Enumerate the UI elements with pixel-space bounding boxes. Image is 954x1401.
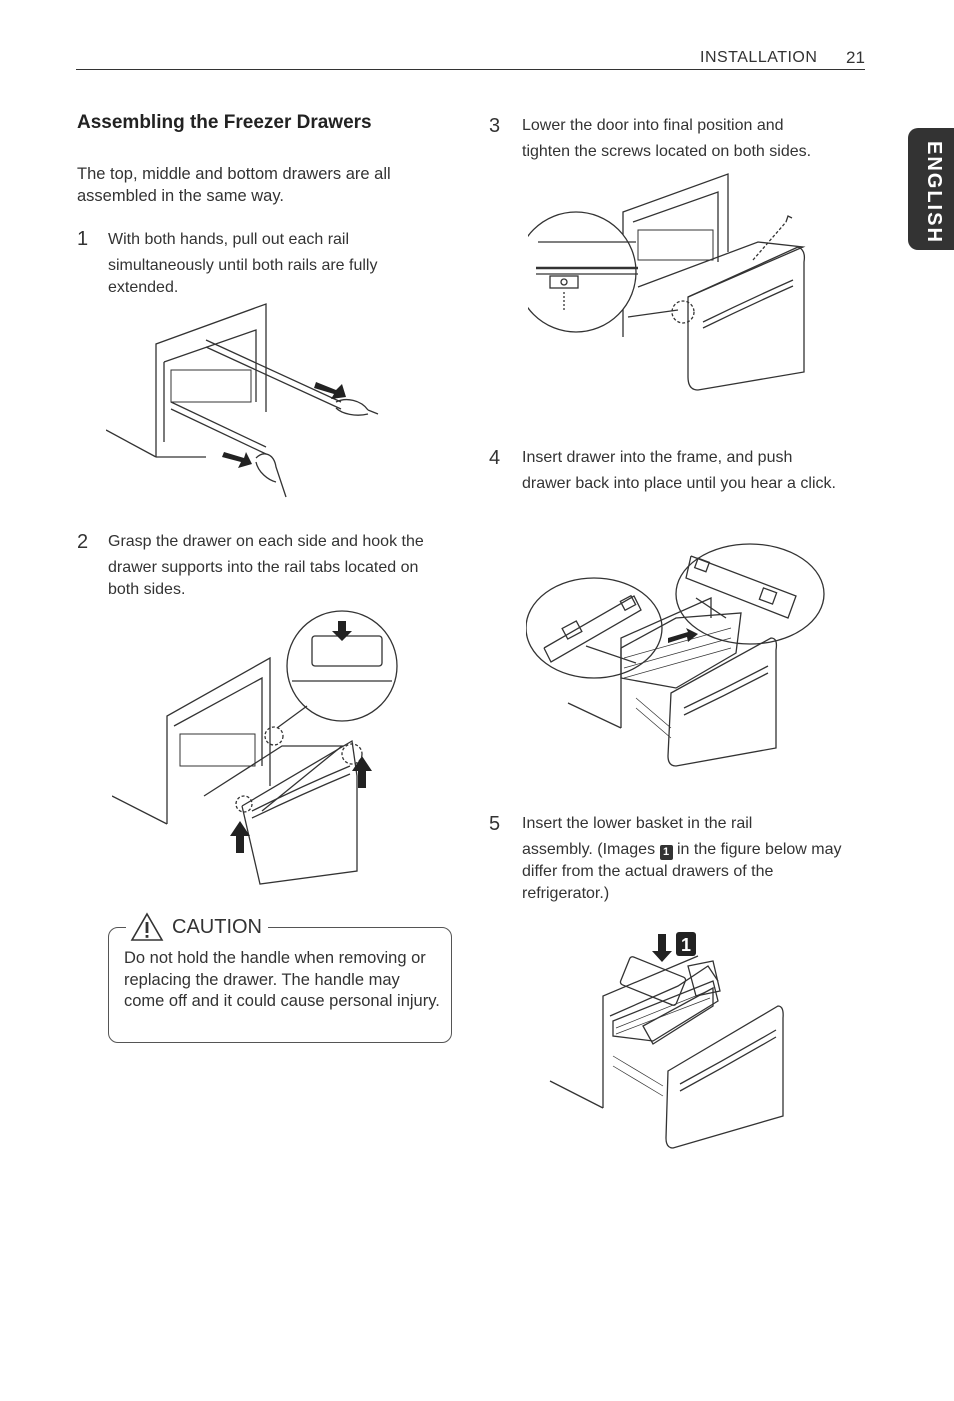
step-3-line1: Lower the door into final position and <box>522 117 784 134</box>
warning-icon <box>130 912 164 941</box>
step-2-line1: Grasp the drawer on each side and hook t… <box>108 533 424 550</box>
step-2-rest: drawer supports into the rail tabs locat… <box>108 559 419 598</box>
step-2-text: Grasp the drawer on each side and hook t… <box>108 531 448 601</box>
language-tab-label: ENGLISH <box>923 141 945 244</box>
step-2-number: 2 <box>77 531 89 553</box>
step-5-line1: Insert the lower basket in the rail <box>522 815 753 832</box>
step-5-number: 5 <box>489 813 501 835</box>
step-4-rest: drawer back into place until you hear a … <box>522 475 836 492</box>
callout-badge-1: 1 <box>681 935 691 955</box>
step-1-text: With both hands, pull out each rail simu… <box>108 229 438 299</box>
language-tab: ENGLISH <box>908 128 954 250</box>
step-4-line1: Insert drawer into the frame, and push <box>522 449 793 466</box>
caution-box <box>108 927 452 1043</box>
header-rule <box>76 69 865 70</box>
figure-pull-out-rails <box>106 303 379 498</box>
step-3-rest: tighten the screws located on both sides… <box>522 143 812 160</box>
step-1-line1: With both hands, pull out each rail <box>108 231 350 248</box>
callout-badge-bg <box>676 932 696 956</box>
caution-label: CAUTION <box>172 915 262 938</box>
figure-lower-door-tighten-screws <box>528 173 806 391</box>
step-4-number: 4 <box>489 447 501 469</box>
figure-insert-drawer-frame <box>526 543 825 767</box>
step-5-text: Insert the lower basket in the rail asse… <box>522 813 857 905</box>
figure-hook-drawer-supports <box>112 610 398 885</box>
step-4-text: Insert drawer into the frame, and push d… <box>522 447 852 495</box>
image-badge: 1 <box>659 845 673 860</box>
step-1-rest: simultaneously until both rails are full… <box>108 257 378 296</box>
page-number: 21 <box>846 48 865 67</box>
section-heading: Assembling the Freezer Drawers <box>77 112 372 133</box>
caution-header: CAUTION <box>126 912 268 942</box>
step-5-rest-b: in the figure below may differ from the … <box>522 841 842 902</box>
header-section-title: INSTALLATION <box>700 49 818 66</box>
caution-text: Do not hold the handle when removing or … <box>124 949 440 1010</box>
step-3-text: Lower the door into final position and t… <box>522 115 862 163</box>
figure-insert-lower-basket: 1 <box>549 932 784 1149</box>
step-3-number: 3 <box>489 115 501 137</box>
step-1-number: 1 <box>77 228 89 250</box>
intro-paragraph: The top, middle and bottom drawers are a… <box>77 165 391 205</box>
step-5-rest-a: assembly. (Images <box>522 841 656 858</box>
